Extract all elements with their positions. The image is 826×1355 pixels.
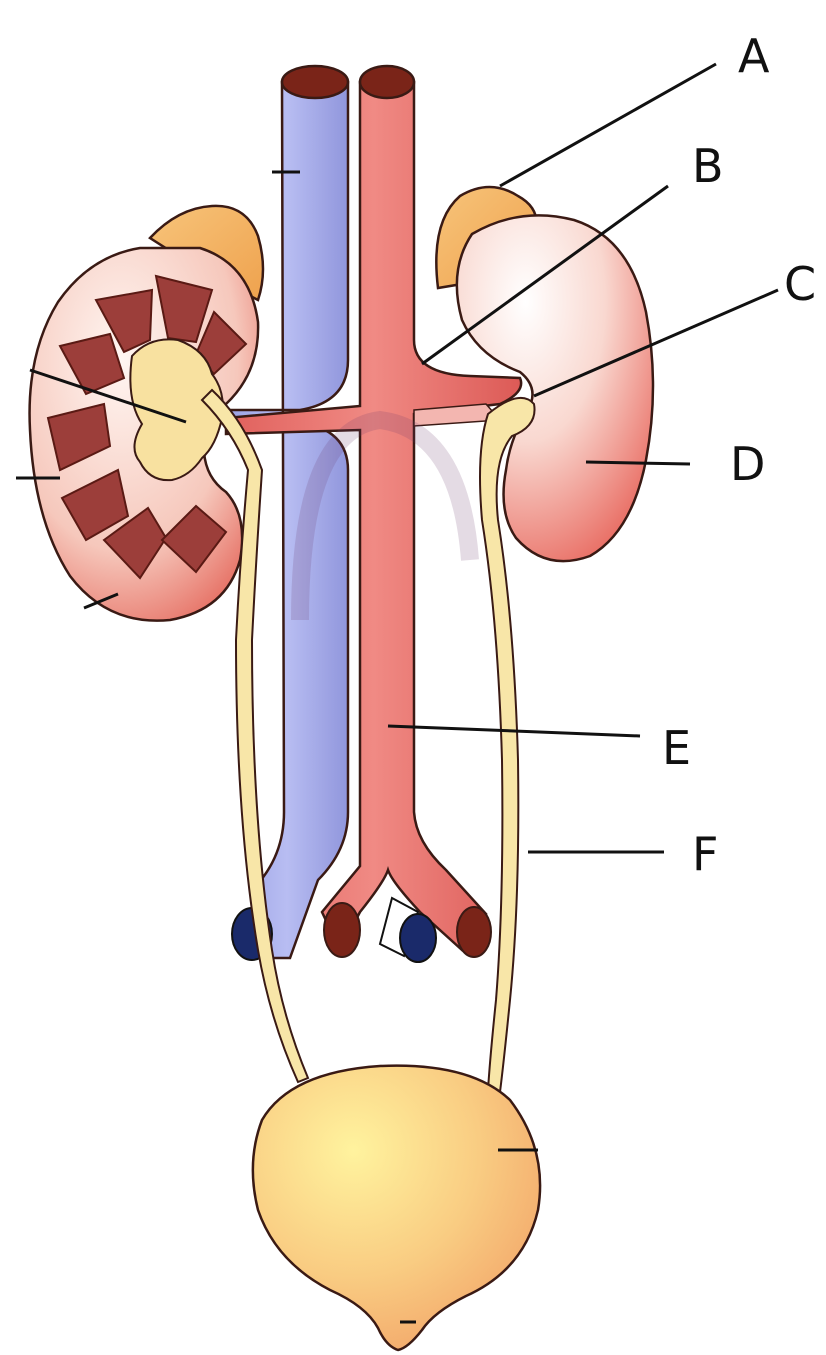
label-c: C xyxy=(784,257,816,311)
leader-d xyxy=(586,462,690,464)
right-iliac-vein-opening xyxy=(400,914,436,962)
label-a: A xyxy=(738,29,770,83)
label-d: D xyxy=(730,437,765,491)
label-f: F xyxy=(692,827,718,881)
label-f-group: F xyxy=(528,827,718,881)
leader-a xyxy=(500,64,716,186)
vena-cava-opening xyxy=(282,66,348,98)
label-a-group: A xyxy=(500,29,770,186)
label-e: E xyxy=(662,721,691,775)
label-e-group: E xyxy=(388,721,691,775)
aorta-opening xyxy=(360,66,414,98)
right-iliac-artery-opening xyxy=(457,907,491,957)
urinary-bladder xyxy=(253,1066,540,1350)
label-b: B xyxy=(692,139,724,193)
left-iliac-artery-opening xyxy=(324,903,360,957)
